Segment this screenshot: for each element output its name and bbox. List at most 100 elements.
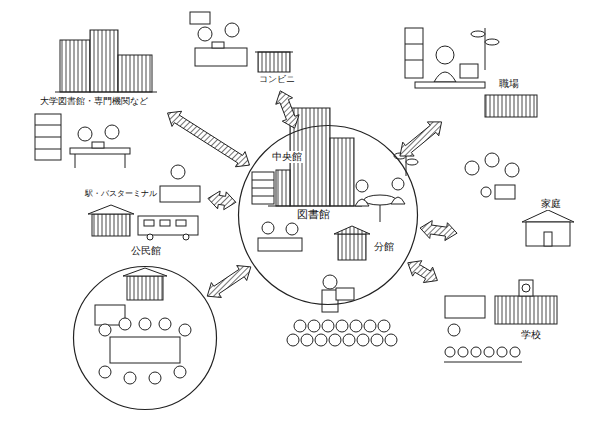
station-scene [88, 165, 200, 240]
office-scene [460, 64, 478, 78]
storytelling-scene [294, 320, 306, 332]
community-hall-scene [179, 324, 191, 336]
station-scene [171, 165, 185, 179]
counter-scene [258, 222, 302, 251]
home-group: 家庭 [460, 150, 575, 250]
office-scene [471, 31, 485, 37]
storytelling-scene [287, 334, 299, 346]
branch-library-label: 分館 [372, 240, 396, 254]
convenience-store-scene [225, 23, 239, 37]
reading-cafe [391, 197, 405, 204]
convenience-store-scene [212, 42, 224, 48]
community-hall-circle: 公民館 [73, 245, 217, 405]
double-arrow [276, 91, 299, 128]
study-scene [70, 148, 130, 154]
workplace-group: 職場 [400, 10, 550, 120]
school-scene [445, 347, 455, 357]
bookshelf [252, 172, 274, 204]
community-hall-scene [159, 318, 171, 330]
central-library-building [276, 170, 290, 206]
storytelling-scene [301, 334, 313, 346]
storytelling-scene [343, 334, 355, 346]
office-scene [405, 60, 423, 61]
double-arrow [400, 122, 442, 156]
school-scene [497, 347, 507, 357]
station-scene [138, 216, 198, 235]
family-scene [465, 161, 479, 175]
university-buildings [118, 55, 152, 92]
community-hall-scene [127, 276, 163, 300]
storytelling-scene [364, 320, 376, 332]
school-group: 学校 [440, 275, 575, 380]
university-buildings [90, 30, 118, 92]
station-scene [92, 214, 130, 236]
office-scene [485, 95, 537, 117]
study-scene [35, 149, 61, 150]
circle-outline [239, 126, 418, 305]
office-scene [415, 82, 485, 88]
station-group: 駅・バスターミナル [80, 160, 205, 242]
community-hall-scene [99, 366, 111, 378]
community-hall-scene [149, 372, 161, 384]
double-arrow [207, 266, 251, 298]
reading-cafe [356, 180, 368, 192]
reading-cafe [392, 178, 404, 190]
university-buildings [55, 92, 157, 93]
double-arrow [420, 221, 457, 241]
study-scene [35, 114, 61, 160]
station-scene [183, 234, 189, 240]
place-label: 学校 [520, 329, 542, 341]
school-scene [445, 296, 485, 318]
storytelling-scene [323, 275, 337, 289]
counter-scene [286, 223, 298, 235]
community-hall-scene [110, 337, 180, 363]
office-scene [485, 39, 499, 45]
school-scene [495, 296, 557, 324]
office-scene [405, 28, 423, 78]
school-scene [471, 347, 481, 357]
study-scene [92, 142, 104, 148]
place-label: 図書館 [296, 208, 331, 221]
community-hall-scene [119, 318, 131, 330]
office-scene [405, 44, 423, 45]
reading-cafe [406, 159, 418, 165]
convenience-store-scene [255, 52, 293, 53]
reading-cafe [380, 205, 381, 222]
circle-outline [74, 267, 217, 410]
place-label: 分館 [373, 241, 395, 253]
school-scene [444, 280, 557, 362]
branch-library-building [338, 234, 366, 260]
reading-cafe [355, 150, 418, 222]
storytelling-scene [308, 320, 320, 332]
family-scene [495, 185, 515, 199]
family-scene [526, 222, 570, 246]
school-scene [458, 347, 468, 357]
office-scene [405, 28, 537, 117]
counter-scene [262, 222, 274, 234]
station-scene [160, 220, 170, 226]
school-scene [510, 347, 520, 357]
study-scene [35, 137, 61, 138]
bookshelf [252, 188, 274, 189]
school-scene [444, 362, 522, 363]
central-library-building [330, 138, 354, 206]
school-scene [522, 284, 530, 292]
community-hall-scene [95, 268, 191, 384]
double-arrow [408, 261, 438, 283]
community-hall-scene [174, 366, 186, 378]
storytelling-scene [329, 334, 341, 346]
bookshelf [252, 172, 274, 204]
study-scene [35, 125, 61, 126]
branch-library-building [334, 226, 370, 260]
university-library-group: 大学図書館・専門機関など [25, 25, 165, 175]
study-scene [35, 114, 130, 168]
study-scene [105, 125, 119, 139]
storytelling-scene [336, 288, 354, 300]
place-label: 中央館 [271, 151, 303, 163]
convenience-store-scene [195, 48, 247, 66]
place-label: 駅・バスターミナル [84, 189, 158, 199]
storytelling-scene [371, 334, 383, 346]
community-hall-scene [139, 318, 151, 330]
